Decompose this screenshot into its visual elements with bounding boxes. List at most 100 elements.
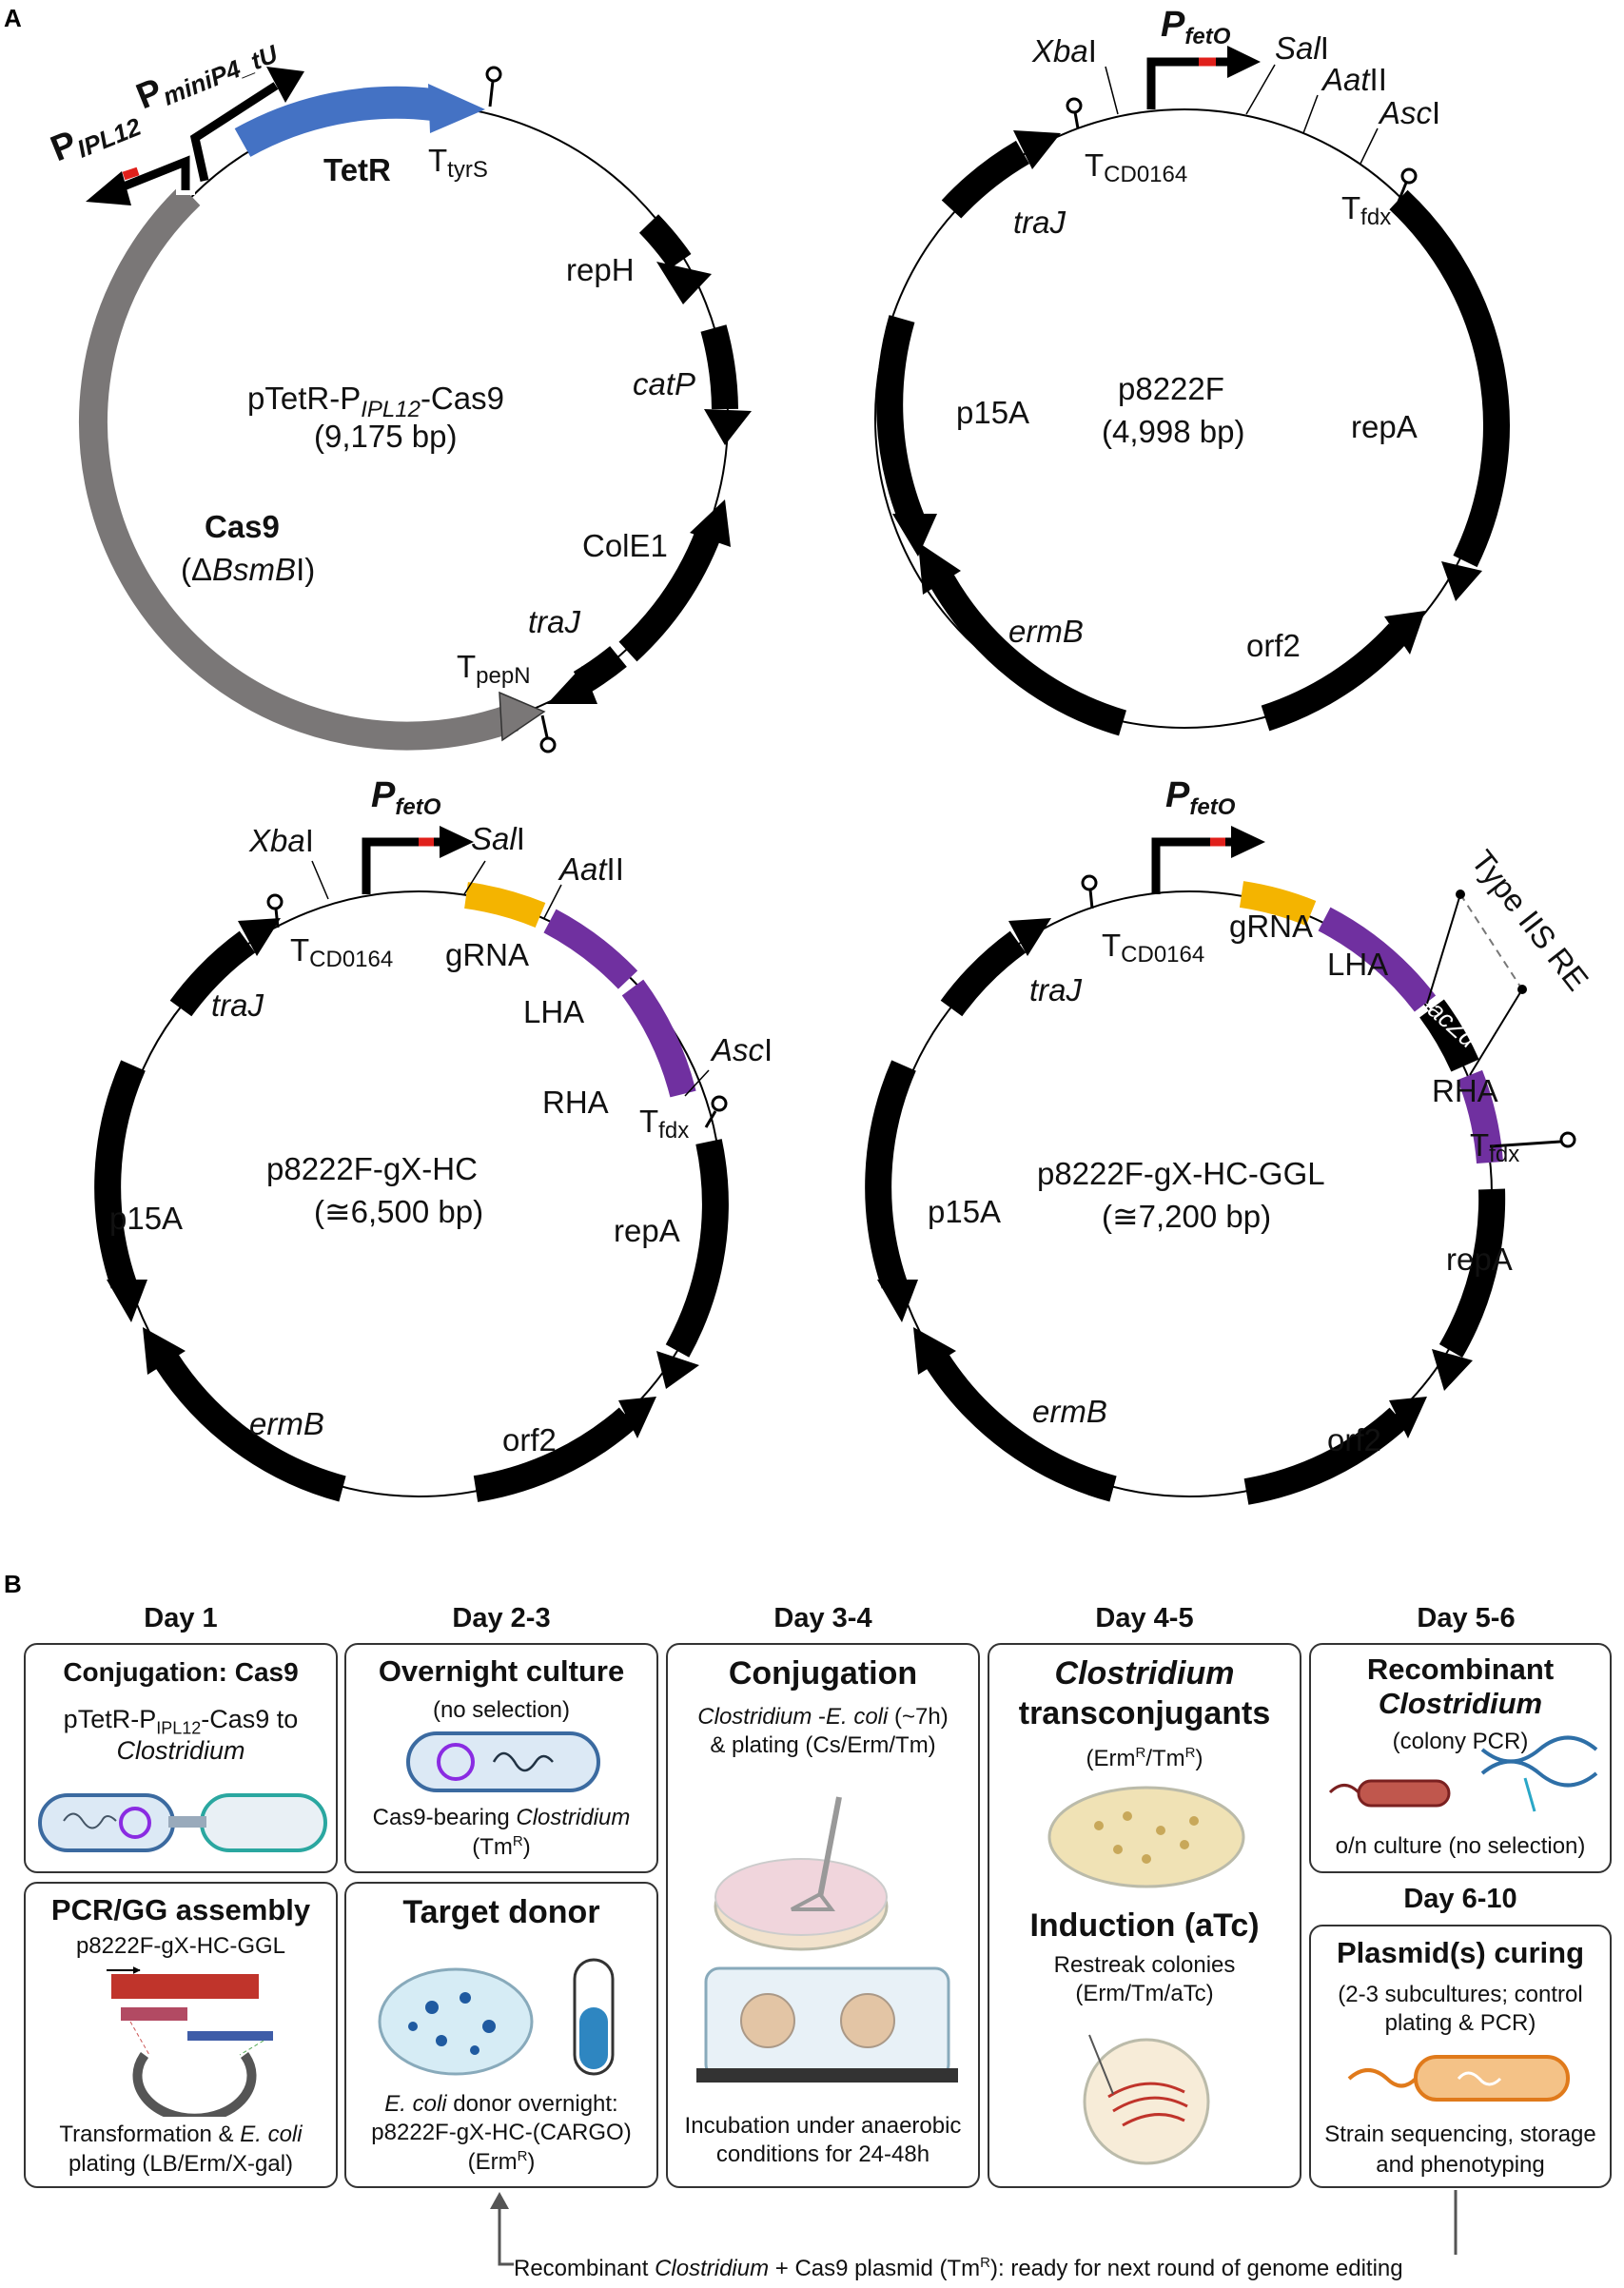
anaerobic-chamber-illustration <box>696 1796 958 2083</box>
map2-p15a-segment <box>876 315 925 524</box>
map4-label-orf2: orf2 <box>1327 1422 1381 1457</box>
map4-label-tfdx: Tfdx <box>1470 1127 1519 1167</box>
map4-rha-segment <box>1457 1069 1503 1164</box>
map2-label-aatii: AatII <box>1321 62 1387 97</box>
map3-orf2-arrowhead <box>618 1397 656 1438</box>
step-plasmid-curing: Plasmid(s) curing (2-3 subcultures; cont… <box>1309 1925 1612 2188</box>
step-target-donor-foot1: E. coli donor overnight: <box>384 2091 618 2117</box>
step-recombinant-sub: (colony PCR) <box>1392 1729 1529 1754</box>
map4-label-repa: repA <box>1446 1242 1513 1277</box>
map3-traj-arrowhead <box>238 918 281 956</box>
step-overnight-culture: Overnight culture (no selection) Cas9-be… <box>344 1643 658 1873</box>
step-conjugation-cas9: Conjugation: Cas9 pTetR-PIPL12-Cas9 to C… <box>24 1643 338 1873</box>
map1-size: (9,175 bp) <box>314 419 457 454</box>
map3-label-tcd: TCD0164 <box>290 932 393 972</box>
step-pcr-gg-foot1: Transformation & E. coli <box>59 2122 303 2147</box>
step-conjugation: Conjugation Clostridium -E. coli (~7h) &… <box>666 1643 980 2188</box>
map1-cas9-segment <box>78 185 519 751</box>
map3-traj-segment <box>169 930 256 1017</box>
map4-label-lha: LHA <box>1327 947 1388 982</box>
map2-size: (4,998 bp) <box>1102 414 1244 449</box>
map2-xbai-tick <box>1105 66 1119 115</box>
map3-p8222F-gX-HC: PfetO XbaI SalI AatII AscI TCD0164 gRNA … <box>94 775 773 1502</box>
day-label-4: Day 4-5 <box>1095 1603 1194 1633</box>
map2-repa-arrowhead <box>1441 561 1482 601</box>
map4-repa-arrowhead <box>1432 1349 1473 1391</box>
map1-label-p-ipl12: PIPL12 <box>46 99 146 172</box>
map3-p15a-segment <box>94 1060 146 1289</box>
map1-cole1-segment <box>618 527 722 662</box>
step-pcr-gg-sub: p8222F-gX-HC-GGL <box>75 1933 286 1959</box>
map4-size: (≅7,200 bp) <box>1102 1199 1271 1234</box>
bacteria-mating-illustration <box>38 1793 327 1852</box>
map3-label-tfdx: Tfdx <box>639 1104 689 1144</box>
map1-tetr-arrowhead <box>428 84 485 133</box>
map3-aatii-tick <box>543 884 562 919</box>
step-overnight-foot1: Cas9-bearing Clostridium <box>372 1805 631 1830</box>
loop-back-caption: Recombinant Clostridium + Cas9 plasmid (… <box>514 2255 1465 2282</box>
step-recombinant-clostridium: Recombinant Clostridium (colony PCR) o/n… <box>1309 1643 1612 1873</box>
step-pcr-gg-assembly: PCR/GG assembly p8222F-gX-HC-GGL Transfo… <box>24 1882 338 2188</box>
map4-traj-segment <box>940 930 1027 1017</box>
map2-ermb-segment <box>929 573 1127 736</box>
map3-promoter-feto <box>362 826 474 894</box>
step-target-donor-foot2: p8222F-gX-HC-(CARGO) <box>371 2120 632 2145</box>
map2-orf2-segment <box>1261 623 1409 732</box>
map4-orf2-arrowhead <box>1389 1397 1427 1438</box>
map2-traj-segment <box>941 140 1030 219</box>
step-induction-title: Induction (aTc) <box>1029 1907 1260 1944</box>
map2-p8222F: PfetO XbaI SalI AatII AscI TCD0164 Tfdx … <box>874 5 1510 736</box>
recombinant-cell-dna-illustration <box>1328 1735 1598 1812</box>
map3-ermb-arrowhead <box>143 1327 186 1375</box>
map4-label-grna: gRNA <box>1229 909 1313 944</box>
petri-dish-and-tube-illustration <box>378 1958 615 2076</box>
map2-label-tcd: TCD0164 <box>1085 147 1187 187</box>
step-pcr-gg-foot2: plating (LB/Erm/X-gal) <box>68 2151 294 2177</box>
map4-promoter-feto <box>1151 826 1265 894</box>
map3-name: p8222F-gX-HC <box>266 1151 478 1186</box>
step-induction-line1: Restreak colonies <box>1053 1952 1236 1978</box>
step-conjugation-sub2: & plating (Cs/Erm/Tm) <box>710 1732 936 1758</box>
map1-reph-segment <box>638 214 692 270</box>
map4-grna-segment <box>1239 881 1317 927</box>
map3-label-asci: AscI <box>710 1032 773 1067</box>
step-conjugation-foot2: conditions for 24-48h <box>715 2141 930 2167</box>
cured-cell-illustration <box>1347 2055 1570 2102</box>
map3-xbai-tick <box>311 860 329 900</box>
map2-tcd-terminator <box>1066 97 1083 129</box>
map3-label-ermb: ermB <box>249 1406 324 1441</box>
map3-sali-tick <box>463 860 486 895</box>
step-conjugation-title: Conjugation <box>728 1655 918 1692</box>
map1-promoter-minip4 <box>189 67 304 182</box>
map4-p8222F-gX-HC-GGL: PfetO TCD0164 gRNA LHA RHA lacZα Type II… <box>865 775 1595 1505</box>
map2-sali-tick <box>1245 64 1276 115</box>
map2-tfdx-terminator <box>1397 167 1418 203</box>
map3-label-orf2: orf2 <box>502 1422 557 1457</box>
map1-reph-arrowhead <box>656 262 712 304</box>
map2-label-xbai: XbaI <box>1031 33 1097 68</box>
step-induction-line2: (Erm/Tm/aTc) <box>1075 1981 1214 2006</box>
step-conjugation-cas9-line1: pTetR-PIPL12-Cas9 to <box>63 1705 299 1738</box>
map3-asci-tick <box>684 1069 710 1097</box>
step-curing-title: Plasmid(s) curing <box>1336 1936 1585 1969</box>
map4-name: p8222F-gX-HC-GGL <box>1037 1156 1325 1191</box>
gibson-assembly-illustration <box>107 1966 273 2117</box>
map3-label-aatii: AatII <box>558 851 624 887</box>
day-label-5: Day 5-6 <box>1417 1603 1516 1633</box>
map1-label-tpepn: TpepN <box>457 649 531 689</box>
map3-size: (≅6,500 bp) <box>314 1194 483 1229</box>
map2-repa-segment <box>1389 189 1510 568</box>
map3-label-xbai: XbaI <box>248 823 314 858</box>
panel-b-label: B <box>4 1570 22 1598</box>
map2-orf2-arrowhead <box>1384 611 1425 655</box>
map2-label-traj: traJ <box>1013 205 1066 240</box>
map3-label-lha: LHA <box>523 994 584 1029</box>
map3-label-rha: RHA <box>542 1085 609 1120</box>
map4-label-traj: traJ <box>1029 972 1083 1007</box>
step-transconjugants-induction: Clostridium transconjugants (ErmR/TmR) I… <box>988 1643 1301 2188</box>
map2-label-p15a: p15A <box>956 395 1029 430</box>
map2-label-tfdx: Tfdx <box>1341 190 1391 230</box>
map2-traj-arrowhead <box>1013 130 1061 169</box>
step-target-donor-title: Target donor <box>402 1894 600 1930</box>
